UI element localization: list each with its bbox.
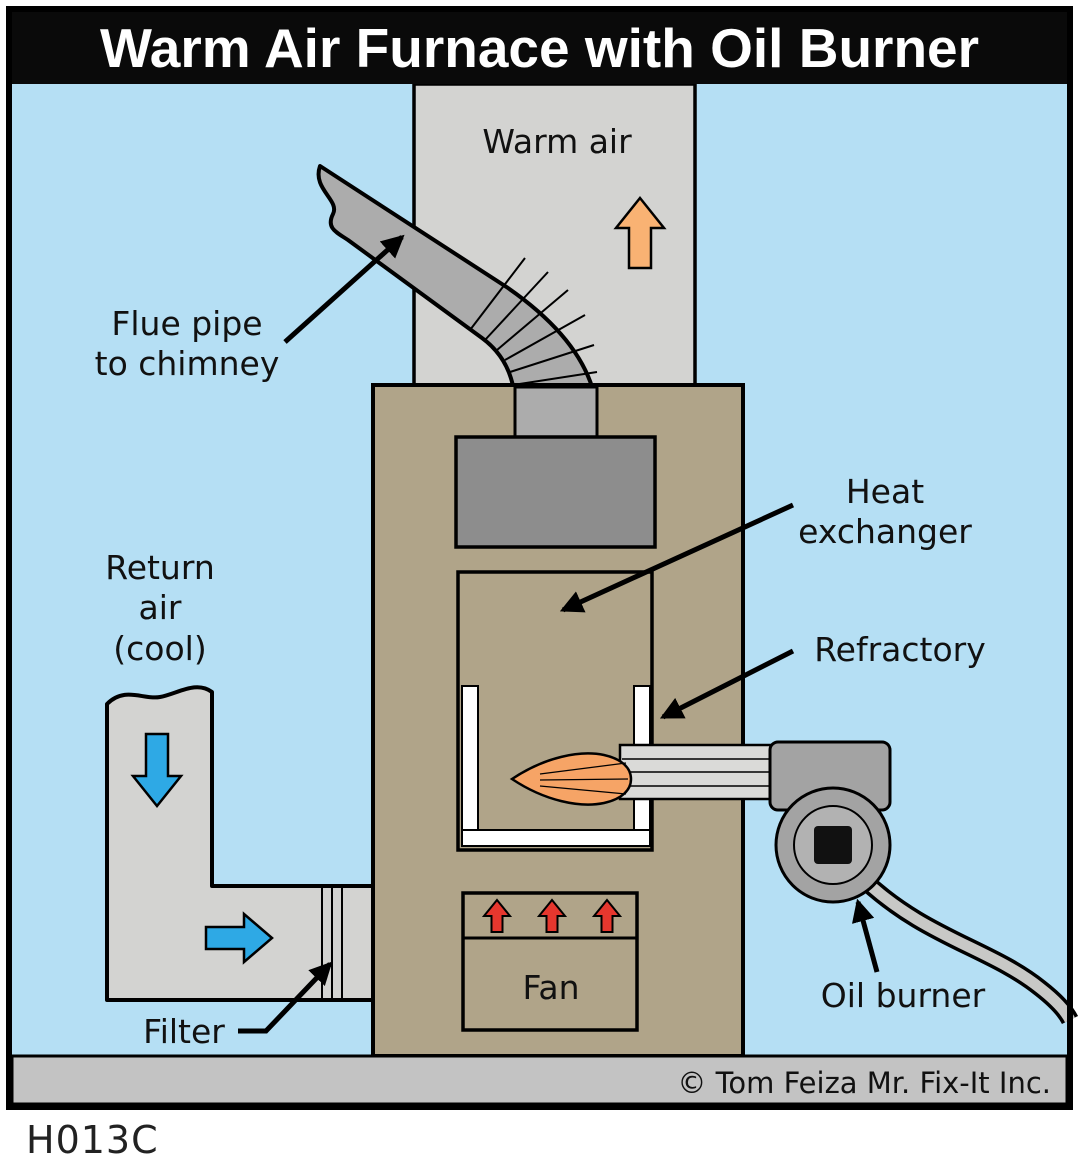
- frame-border: [6, 6, 1073, 1110]
- title-bar: [12, 12, 1067, 84]
- label-heat-exchanger: Heat exchanger: [798, 472, 972, 552]
- label-warm-air: Warm air: [482, 122, 632, 161]
- heat-exchanger-chamber: [456, 570, 654, 852]
- burner-cable: [858, 874, 1075, 1023]
- oil-burner: [768, 740, 1079, 1025]
- label-return-air: Return air (cool): [105, 548, 215, 668]
- fan-box: [461, 891, 639, 1032]
- return-air-right-arrow-icon: [204, 911, 274, 965]
- leader-lines: [238, 234, 880, 1034]
- label-oil-burner: Oil burner: [820, 976, 986, 1015]
- label-refractory: Refractory: [814, 630, 986, 669]
- return-air-down-arrow-icon: [130, 732, 184, 809]
- flue-pipe-leader-arrow: [283, 234, 405, 344]
- label-flue-pipe: Flue pipe to chimney: [94, 304, 280, 384]
- heat-exchanger-leader-arrow: [559, 502, 795, 613]
- burner-tube: [618, 743, 792, 801]
- burner-motor-hub: [814, 826, 852, 864]
- filter-leader-arrow: [238, 961, 333, 1034]
- label-fan: Fan: [522, 968, 580, 1007]
- figure-id: H013C: [26, 1118, 159, 1162]
- label-filter: Filter: [143, 1012, 225, 1051]
- warm-air-up-arrow-icon: [613, 195, 667, 270]
- oil-burner-leader-arrow: [852, 898, 880, 973]
- copyright-credit: © Tom Feiza Mr. Fix-It Inc.: [677, 1066, 1051, 1100]
- flue-elbow-segments: [469, 257, 598, 399]
- refractory-leader-arrow: [659, 648, 795, 720]
- plenum: [454, 435, 657, 549]
- flame: [509, 752, 633, 806]
- flue-connector: [513, 385, 599, 443]
- fan-airflow-arrows-icon: [481, 898, 623, 933]
- page-title: Warm Air Furnace with Oil Burner: [99, 17, 980, 79]
